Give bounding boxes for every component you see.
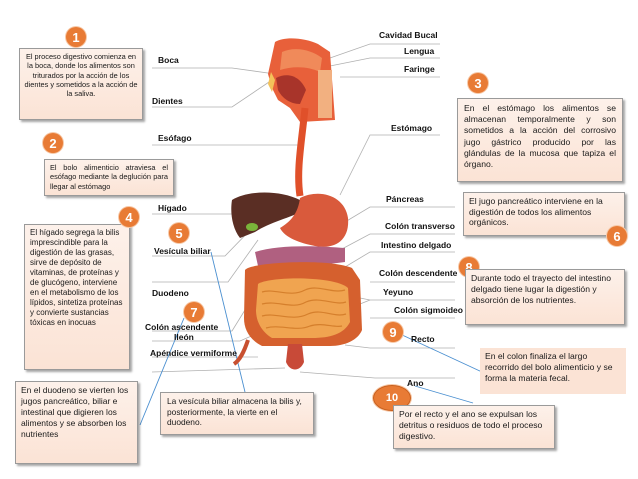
label-duodeno: Duodeno xyxy=(152,288,189,298)
connector-5 xyxy=(210,251,246,393)
step-box-1: El proceso digestivo comienza en la boca… xyxy=(19,48,143,120)
leader-colon-trans xyxy=(339,233,455,251)
step-text-5: La vesícula biliar almacena la bilis y, … xyxy=(167,396,302,427)
step-box-4: El hígado segrega la bilis imprescindibl… xyxy=(24,224,130,370)
label-cavidad-bucal: Cavidad Bucal xyxy=(379,30,438,40)
step-box-2: El bolo alimenticio atraviesa el esófago… xyxy=(44,159,174,196)
label-recto: Recto xyxy=(411,334,435,344)
connector-7 xyxy=(139,317,185,426)
step-text-10: Por el recto y el ano se expulsan los de… xyxy=(399,409,543,442)
label-boca: Boca xyxy=(158,55,179,65)
step-badge-6: 6 xyxy=(607,226,627,246)
step-text-1: El proceso digestivo comienza en la boca… xyxy=(24,52,138,98)
tongue xyxy=(276,75,306,104)
label-colon-descendente: Colón descendente xyxy=(379,268,458,278)
gallbladder xyxy=(246,223,258,231)
step-text-2: El bolo alimenticio atraviesa el esófago… xyxy=(50,163,168,191)
connector-9 xyxy=(399,333,483,373)
step-badge-7: 7 xyxy=(184,302,204,322)
step-badge-9: 9 xyxy=(383,322,403,342)
step-badge-1: 1 xyxy=(66,27,86,47)
label-colon-sigmoideo: Colón sigmoideo xyxy=(394,305,463,315)
small-intestine xyxy=(256,278,350,338)
step-text-3: En el estómago los alimentos se almacena… xyxy=(464,103,616,169)
leader-bottom-left xyxy=(151,367,286,373)
transverse-colon xyxy=(255,246,345,266)
label-intestino-delgado: Intestino delgado xyxy=(381,240,452,250)
leader-ano xyxy=(299,371,455,379)
step-badge-5: 5 xyxy=(169,223,189,243)
step-badge-3: 3 xyxy=(468,73,488,93)
label-estomago: Estómago xyxy=(391,123,433,133)
label-apendice-vermiforme: Apéndice vermiforme xyxy=(150,348,237,358)
label-higado: Hígado xyxy=(158,203,187,213)
label-ano: Ano xyxy=(407,378,424,388)
leader-recto xyxy=(344,344,455,349)
step-box-5: La vesícula biliar almacena la bilis y, … xyxy=(160,392,314,435)
label-vesicula-biliar: Vesícula biliar xyxy=(154,246,211,256)
leader-intestino xyxy=(339,251,455,271)
appendix xyxy=(232,339,250,366)
step-text-8: Durante todo el trayecto del intestino d… xyxy=(471,273,611,306)
step-box-6: El jugo pancreático interviene en la dig… xyxy=(463,192,625,236)
rectum xyxy=(286,344,304,370)
step-text-7: En el duodeno se vierten los jugos pancr… xyxy=(21,385,129,440)
step-badge-2: 2 xyxy=(43,133,63,153)
leader-boca xyxy=(152,67,276,75)
connector-10 xyxy=(414,385,474,404)
step-box-9: En el colon finaliza el largo recorrido … xyxy=(480,348,626,394)
label-lengua: Lengua xyxy=(404,46,435,56)
step-badge-4: 4 xyxy=(119,207,139,227)
leader-pancreas xyxy=(344,206,455,223)
spine xyxy=(318,70,332,118)
label-pancreas: Páncreas xyxy=(386,194,424,204)
leader-dientes xyxy=(152,79,273,108)
step-box-8: Durante todo el trayecto del intestino d… xyxy=(465,269,625,325)
label-dientes: Dientes xyxy=(152,96,183,106)
esophagus xyxy=(295,107,309,197)
step-text-6: El jugo pancreático interviene en la dig… xyxy=(469,196,603,228)
label-esofago: Esófago xyxy=(158,133,192,143)
label-colon-transverso: Colón transverso xyxy=(385,221,455,231)
step-box-7: En el duodeno se vierten los jugos pancr… xyxy=(15,381,138,464)
label-colon-ascendente: Colón ascendente xyxy=(145,322,219,332)
stomach xyxy=(280,193,349,247)
leader-lengua xyxy=(329,57,440,67)
step-text-4: El hígado segrega la bilis imprescindibl… xyxy=(30,228,123,327)
head-section xyxy=(268,38,335,122)
step-box-3: En el estómago los alimentos se almacena… xyxy=(457,98,623,182)
leader-estomago xyxy=(339,134,440,196)
leader-cavidad xyxy=(329,43,440,59)
step-text-9: En el colon finaliza el largo recorrido … xyxy=(485,351,613,384)
step-box-10: Por el recto y el ano se expulsan los de… xyxy=(393,405,555,449)
label-ileon: Ileón xyxy=(174,332,194,342)
label-faringe: Faringe xyxy=(404,64,435,74)
label-yeyuno: Yeyuno xyxy=(383,287,414,297)
leader-duodeno xyxy=(152,239,259,283)
